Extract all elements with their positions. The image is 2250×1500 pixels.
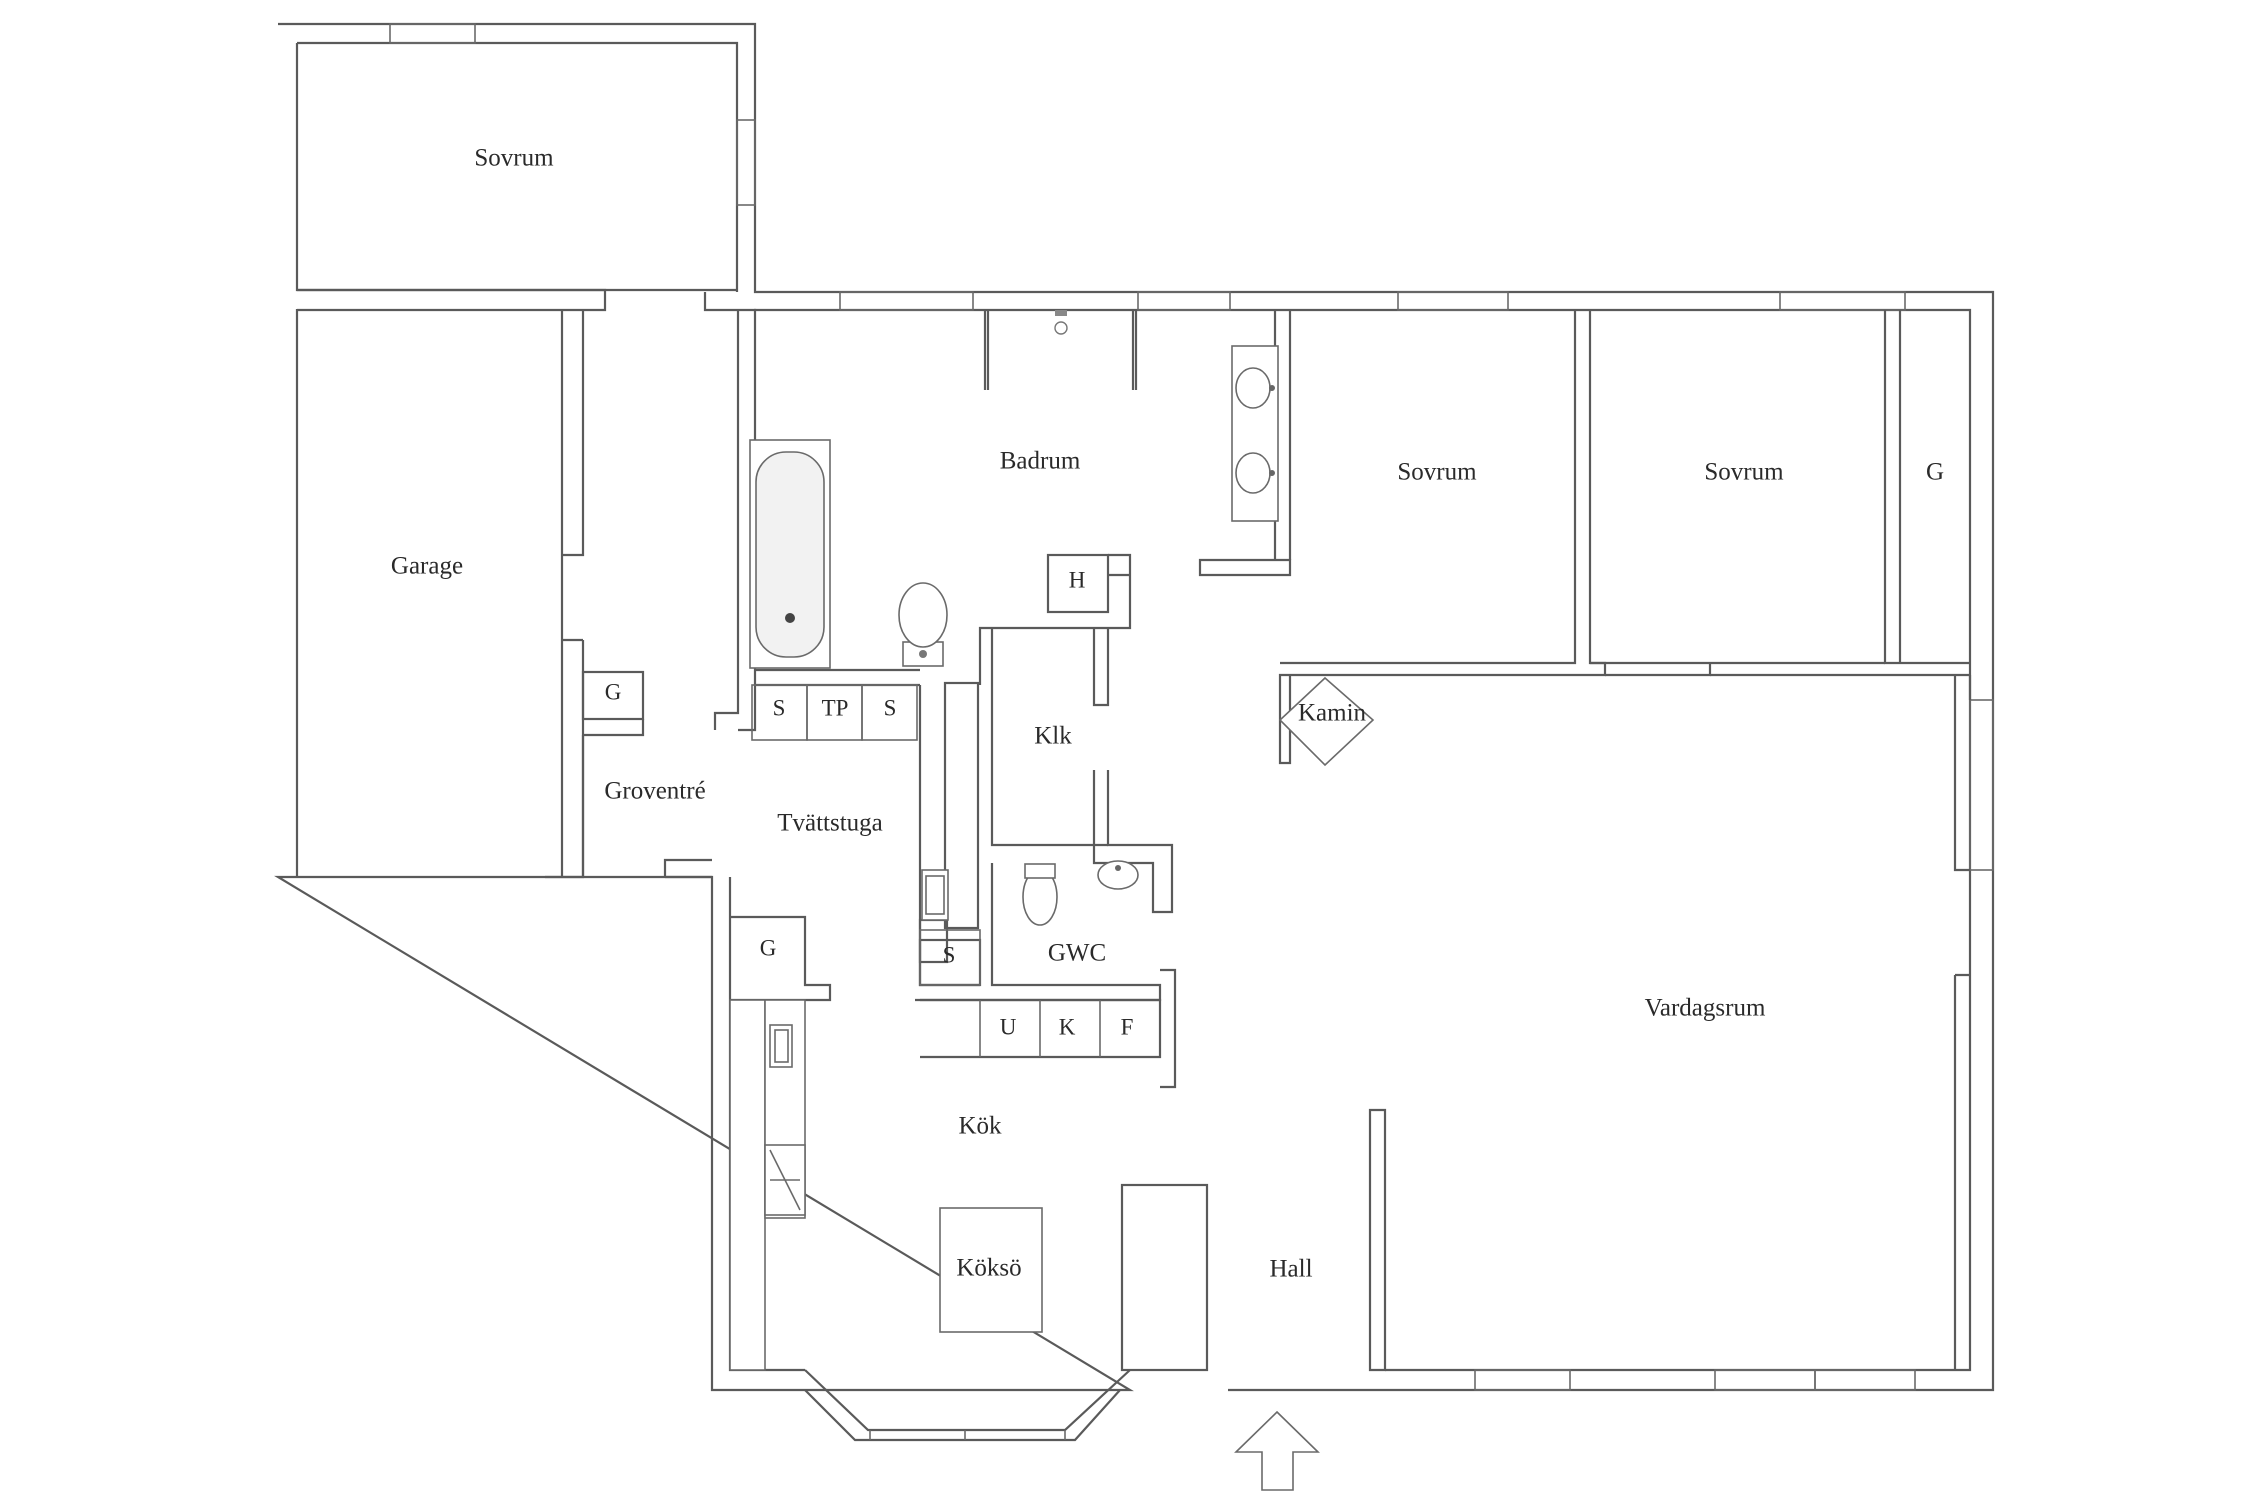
label-k: K xyxy=(1059,1014,1076,1039)
sink-icon xyxy=(1231,345,1279,522)
room-labels: Sovrum Garage Badrum Sovrum Sovrum G G G… xyxy=(391,145,1944,1283)
label-h-closet: H xyxy=(1069,567,1086,592)
label-gwc: GWC xyxy=(1048,940,1106,967)
gwc-fixtures xyxy=(1022,860,1139,926)
label-sovrum-3: Sovrum xyxy=(1704,459,1784,486)
label-klk: Klk xyxy=(1034,723,1072,750)
toilet-icon xyxy=(898,582,948,667)
label-f: F xyxy=(1121,1014,1134,1039)
bathtub-icon xyxy=(749,439,831,669)
label-tp: TP xyxy=(822,695,849,720)
laundry-cabinets xyxy=(751,684,981,986)
shower-head-icon xyxy=(1054,310,1068,335)
entrance-arrow-icon xyxy=(1234,1410,1320,1491)
label-groventre: Groventré xyxy=(604,778,705,805)
label-s-3: S xyxy=(943,942,956,967)
label-wardrobe-kitchen: G xyxy=(760,935,777,960)
label-kok: Kök xyxy=(958,1113,1002,1140)
label-kokso: Köksö xyxy=(956,1255,1021,1282)
kitchen-counter xyxy=(729,999,806,1371)
label-s-2: S xyxy=(884,695,897,720)
label-badrum: Badrum xyxy=(1000,448,1081,475)
label-sovrum-1: Sovrum xyxy=(474,145,554,172)
label-kamin: Kamin xyxy=(1298,700,1367,727)
label-s-1: S xyxy=(773,695,786,720)
kitchen-island xyxy=(939,1207,1043,1333)
laundry-sink-icon xyxy=(921,869,949,921)
bay-window xyxy=(804,1369,1131,1442)
label-hall: Hall xyxy=(1269,1256,1312,1283)
label-u: U xyxy=(1000,1014,1017,1039)
label-sovrum-2: Sovrum xyxy=(1397,459,1477,486)
label-wardrobe-garage: G xyxy=(605,679,622,704)
label-garage: Garage xyxy=(391,553,463,580)
fireplace-icon xyxy=(1278,676,1375,767)
label-tvattstuga: Tvättstuga xyxy=(777,810,883,837)
windows xyxy=(389,23,1994,1391)
label-wardrobe-right: G xyxy=(1926,459,1944,486)
label-vardagsrum: Vardagsrum xyxy=(1645,995,1766,1022)
interior-walls xyxy=(297,288,1972,1372)
